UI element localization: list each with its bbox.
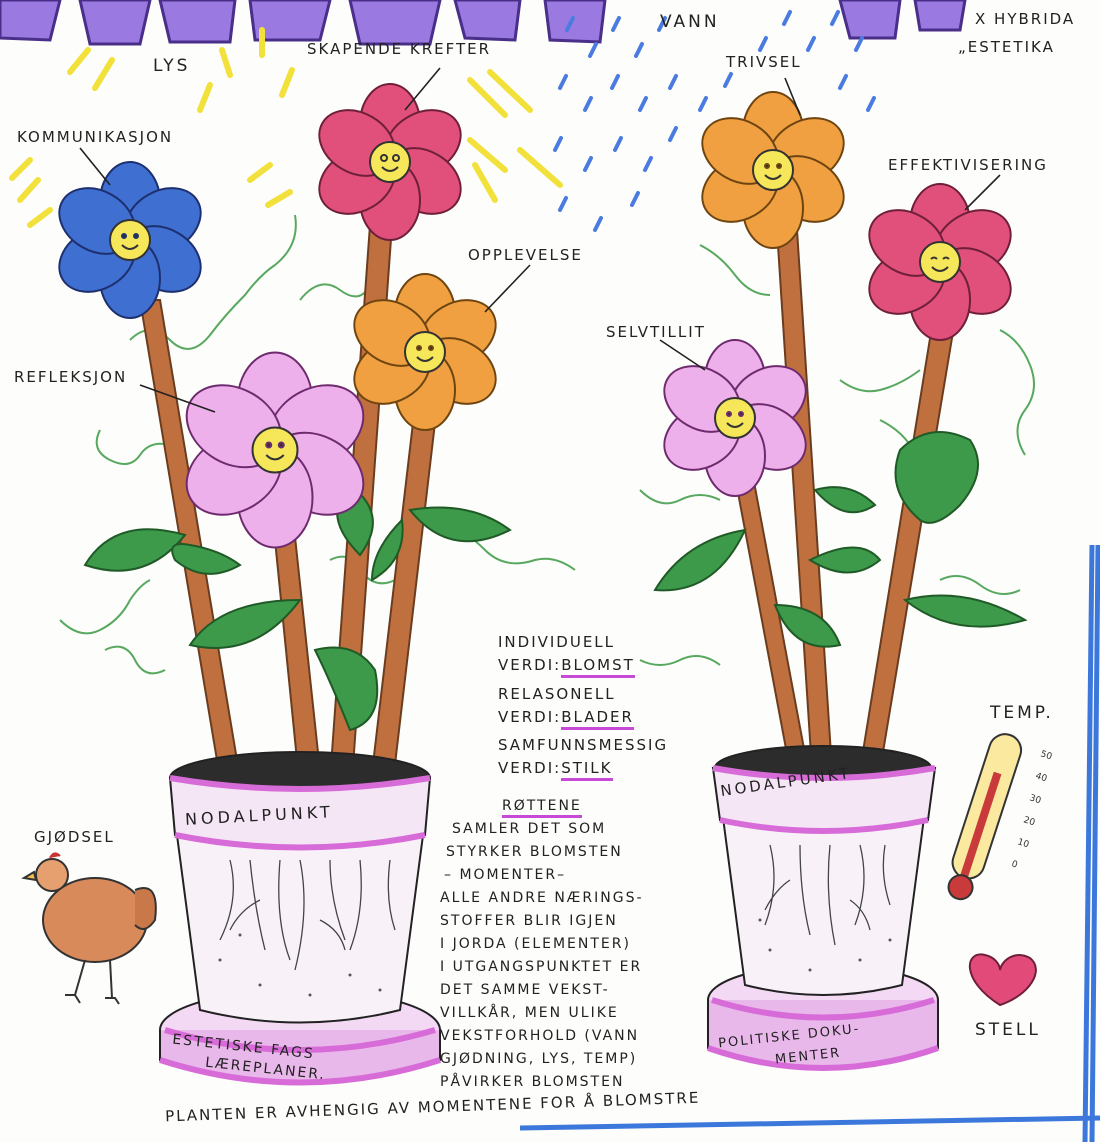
value-individuell-prefix: VERDI: <box>498 656 561 674</box>
value-individuell-line1: INDIVIDUELL <box>498 633 615 651</box>
value-individuell-line2: VERDI:BLOMST <box>498 656 635 674</box>
thermo-tick-0: 0 <box>1010 859 1019 870</box>
label-refleksjon: REFLEKSJON <box>14 370 127 385</box>
value-relasonell-line2: VERDI:BLADER <box>498 708 634 726</box>
value-samfunn-prefix: VERDI: <box>498 759 561 777</box>
label-stell: STELL <box>975 1022 1041 1039</box>
label-temp: TEMP. <box>990 705 1054 722</box>
label-selvtillit: SELVTILLIT <box>606 325 706 340</box>
value-individuell-value: BLOMST <box>561 656 635 678</box>
roots-note: RØTTENE SAMLER DET SOM STYRKER BLOMSTEN … <box>440 798 644 1097</box>
label-lys: LYS <box>153 58 190 75</box>
heart-icon <box>970 954 1036 1005</box>
value-samfunn-line1: SAMFUNNSMESSIG <box>498 736 668 754</box>
flower-pink <box>307 84 472 240</box>
title-banner-fragment <box>0 0 965 44</box>
flower-blue <box>47 162 212 318</box>
roots-note-title: RØTTENE <box>502 798 582 818</box>
value-samfunn-value: STILK <box>561 759 612 781</box>
roots-note-line: VEKSTFORHOLD (VANN <box>440 1028 644 1051</box>
roots-note-line: DET SAMME VEKST- <box>440 982 644 1005</box>
label-vann: VANN <box>660 14 720 31</box>
roots-note-line: ALLE ANDRE NÆRINGS- <box>440 890 644 913</box>
value-relasonell-prefix: VERDI: <box>498 708 561 726</box>
roots-note-line: VILLKÅR, MEN ULIKE <box>440 1005 644 1028</box>
label-pointers <box>80 68 1000 412</box>
label-trivsel: TRIVSEL <box>726 55 802 70</box>
pot-left <box>160 752 440 1083</box>
value-samfunn-line2: VERDI:STILK <box>498 759 613 777</box>
roots-note-line: I UTGANGSPUNKTET ER <box>440 959 644 982</box>
value-relasonell-value: BLADER <box>561 708 634 730</box>
chicken-icon <box>24 853 156 1004</box>
roots-note-line: GJØDNING, LYS, TEMP) <box>440 1051 644 1074</box>
roots-note-line: I JORDA (ELEMENTER) <box>440 936 644 959</box>
value-relasonell-line1: RELASONELL <box>498 685 616 703</box>
top-right-line2: „ESTETIKA <box>958 40 1055 55</box>
roots-note-line: STOFFER BLIR IGJEN <box>440 913 644 936</box>
roots-note-line: SAMLER DET SOM <box>440 821 644 844</box>
thermo-tick-10: 10 <box>1016 837 1030 850</box>
thermo-tick-30: 30 <box>1028 793 1042 806</box>
thermo-tick-50: 50 <box>1039 749 1053 762</box>
thermometer-icon <box>942 730 1026 903</box>
roots-note-line: – MOMENTER– <box>440 867 644 890</box>
label-skapende-krefter: SKAPENDE KREFTER <box>307 42 491 57</box>
flower-orange-right <box>690 92 855 248</box>
label-effektivisering: EFFEKTIVISERING <box>888 158 1048 173</box>
top-right-line1: X HYBRIDA <box>975 12 1075 27</box>
label-opplevelse: OPPLEVELSE <box>468 248 583 263</box>
flower-pink-right <box>857 184 1022 340</box>
roots-note-line: STYRKER BLOMSTEN <box>440 844 644 867</box>
label-gjodsel: GJØDSEL <box>34 830 115 845</box>
thermo-tick-20: 20 <box>1022 815 1036 828</box>
label-kommunikasjon: KOMMUNIKASJON <box>17 130 173 145</box>
thermo-tick-40: 40 <box>1034 771 1048 784</box>
